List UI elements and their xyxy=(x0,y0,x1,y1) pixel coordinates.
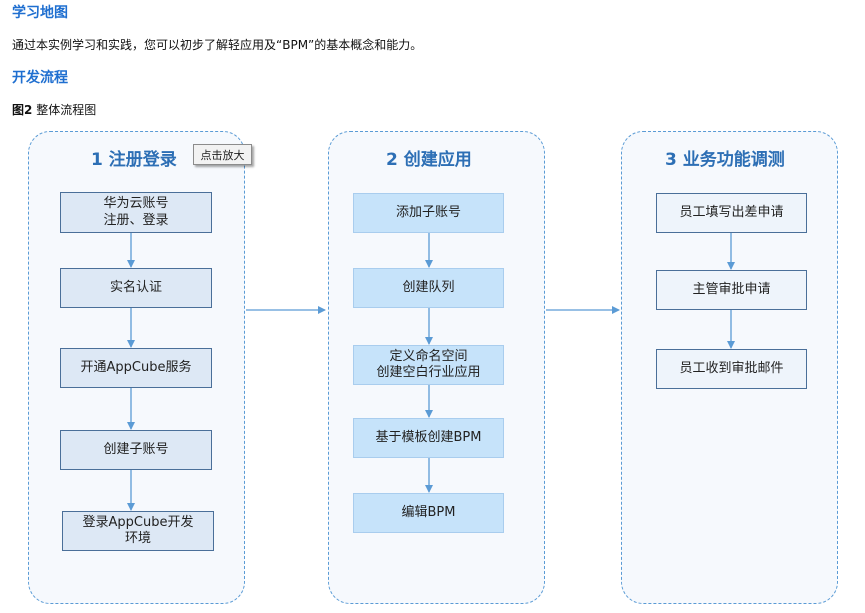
step-open-appcube: 开通AppCube服务 xyxy=(60,348,212,388)
step-label: 基于模板创建BPM xyxy=(375,429,482,445)
step-huawei-account: 华为云账号 注册、登录 xyxy=(60,192,212,233)
step-receive-approval-mail: 员工收到审批邮件 xyxy=(656,349,807,389)
step-fill-trip-request: 员工填写出差申请 xyxy=(656,193,807,233)
step-create-bpm-template: 基于模板创建BPM xyxy=(353,418,504,458)
step-real-name: 实名认证 xyxy=(60,268,212,308)
step-label: 员工收到审批邮件 xyxy=(679,360,784,376)
step-label: 编辑BPM xyxy=(401,504,456,520)
step-label: 实名认证 xyxy=(109,279,162,295)
step-label: 定义命名空间 创建空白行业应用 xyxy=(376,348,481,380)
figure-label: 图2 xyxy=(12,103,33,117)
step-login-appcube: 登录AppCube开发 环境 xyxy=(62,511,214,551)
step-label: 员工填写出差申请 xyxy=(679,204,784,220)
intro-text: 通过本实例学习和实践，您可以初步了解轻应用及“BPM”的基本概念和能力。 xyxy=(12,38,423,52)
panel-title-register: 1 注册登录 xyxy=(91,150,177,170)
step-manager-approve: 主管审批申请 xyxy=(656,270,807,310)
step-label: 主管审批申请 xyxy=(692,281,771,297)
step-label: 华为云账号 注册、登录 xyxy=(103,196,169,228)
dev-flow-heading: 开发流程 xyxy=(12,70,68,86)
figure-caption-text: 整体流程图 xyxy=(36,103,97,117)
step-define-namespace: 定义命名空间 创建空白行业应用 xyxy=(353,345,504,385)
figure-caption: 图2 整体流程图 xyxy=(12,101,96,118)
step-label: 添加子账号 xyxy=(395,204,461,220)
step-label: 开通AppCube服务 xyxy=(80,359,192,375)
step-create-subaccount: 创建子账号 xyxy=(60,430,212,470)
zoom-button[interactable]: 点击放大 xyxy=(193,144,252,165)
step-edit-bpm: 编辑BPM xyxy=(353,493,504,533)
panel-title-test: 3 业务功能调测 xyxy=(665,150,785,170)
learning-map-heading: 学习地图 xyxy=(12,5,68,21)
step-label: 创建子账号 xyxy=(103,441,169,457)
step-create-queue: 创建队列 xyxy=(353,268,504,308)
step-label: 创建队列 xyxy=(402,279,455,295)
step-label: 登录AppCube开发 环境 xyxy=(82,514,194,546)
panel-title-create: 2 创建应用 xyxy=(386,150,472,170)
step-add-subaccount: 添加子账号 xyxy=(353,193,504,233)
